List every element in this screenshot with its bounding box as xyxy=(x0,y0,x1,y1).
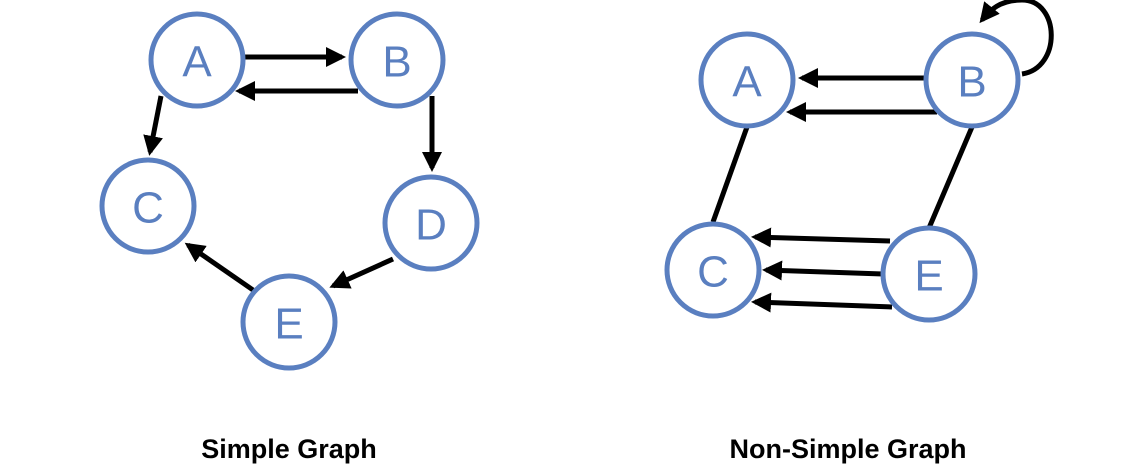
simple-edge-d-to-e xyxy=(329,256,395,289)
simple-node-d-label: D xyxy=(415,201,447,250)
simple-node-c: C xyxy=(99,157,197,255)
nonsimple-node-e: E xyxy=(880,225,978,323)
nonsimple-node-a: A xyxy=(698,31,796,129)
simple-edge-e-to-c xyxy=(184,242,255,293)
nonsimple-edge-a-c xyxy=(710,126,750,223)
simple-node-e: E xyxy=(240,273,338,371)
simple-node-a-label: A xyxy=(182,38,212,87)
nonsimple-node-c: C xyxy=(664,221,762,319)
simple-node-e-label: E xyxy=(274,300,303,349)
nonsimple-edge-e-to-c-3 xyxy=(751,292,893,313)
nonsimple-node-a-label: A xyxy=(732,58,762,107)
simple-node-a: A xyxy=(148,11,246,109)
simple-graph: A B C D E Simple Graph xyxy=(99,11,480,464)
nonsimple-node-b-label: B xyxy=(957,58,986,107)
non-simple-graph: A B C E Non-Simple Graph xyxy=(664,0,1054,464)
nonsimple-edge-e-to-c-2 xyxy=(762,260,884,281)
nonsimple-edge-b-self-loop xyxy=(979,0,1054,77)
simple-edge-a-to-c xyxy=(143,95,164,156)
simple-graph-caption: Simple Graph xyxy=(201,434,377,464)
simple-node-b-label: B xyxy=(382,38,411,87)
simple-node-b: B xyxy=(348,11,446,109)
nonsimple-node-b: B xyxy=(923,31,1021,129)
simple-node-d: D xyxy=(382,174,480,272)
nonsimple-edge-b-e xyxy=(926,126,975,229)
simple-node-c-label: C xyxy=(132,184,164,233)
non-simple-graph-caption: Non-Simple Graph xyxy=(729,434,966,464)
nonsimple-node-e-label: E xyxy=(914,252,943,301)
nonsimple-edge-e-to-c-1 xyxy=(751,227,891,248)
nonsimple-node-c-label: C xyxy=(697,248,729,297)
